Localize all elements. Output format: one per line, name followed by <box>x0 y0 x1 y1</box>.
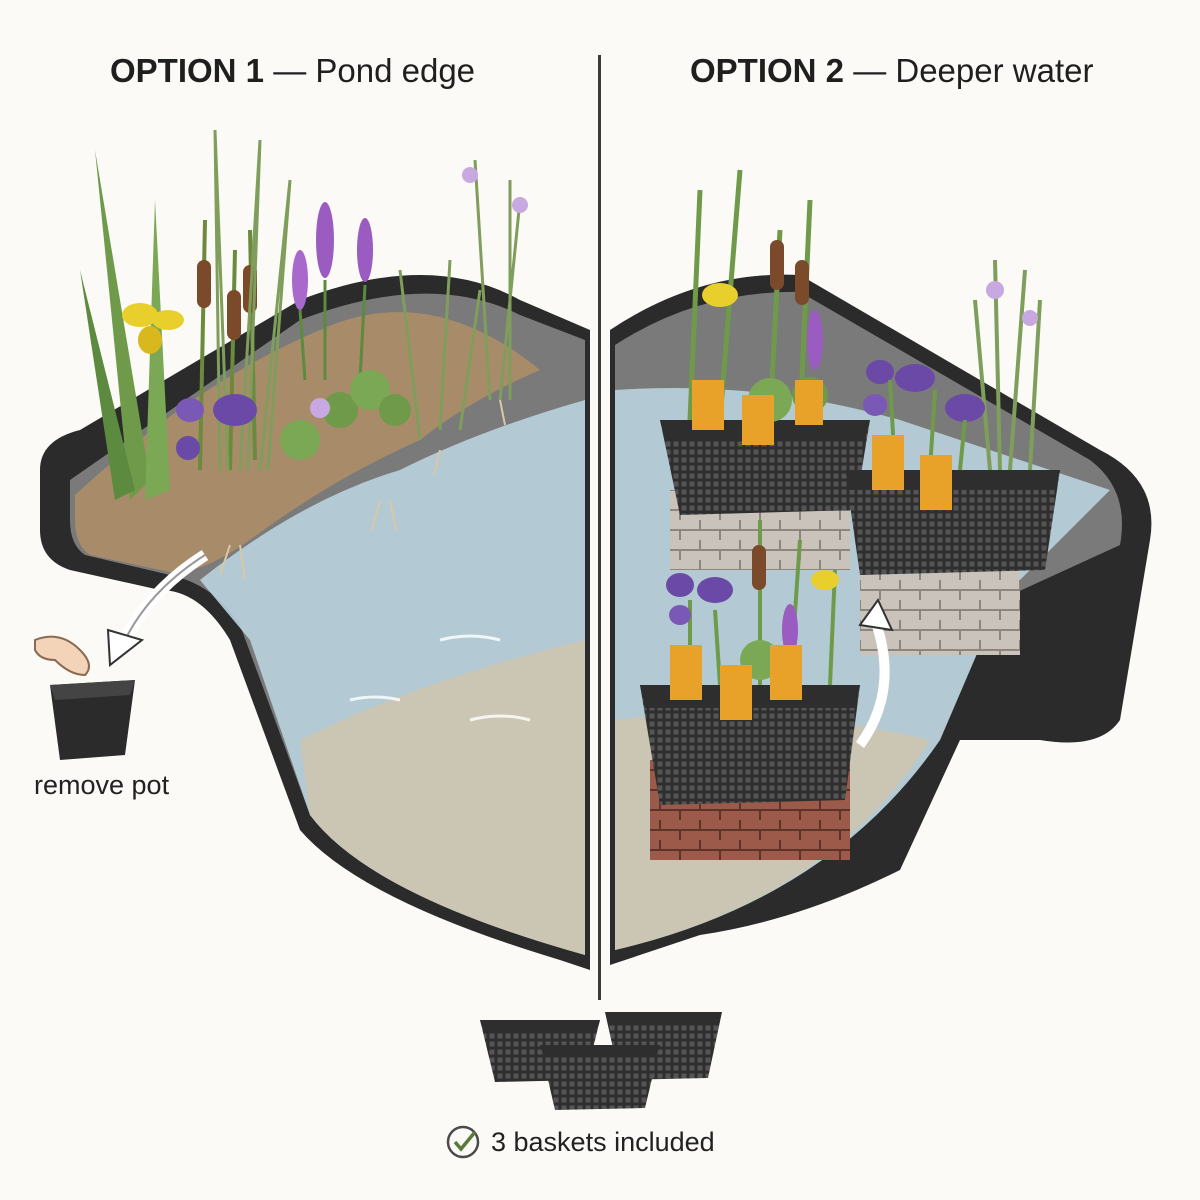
basket-icon <box>540 1045 660 1110</box>
up-arrow-icon <box>855 618 890 748</box>
basket-front <box>640 520 860 805</box>
plants-left <box>80 129 528 581</box>
included-baskets <box>480 1012 722 1110</box>
option-1-subtitle: — Pond edge <box>273 52 476 89</box>
basket-back-left <box>660 169 870 515</box>
basket-right <box>845 259 1060 575</box>
option-1-title: OPTION 1 — Pond edge <box>110 52 475 96</box>
hand-icon <box>34 635 90 677</box>
yellow-iris-flower <box>122 303 184 354</box>
option-2-subtitle: — Deeper water <box>853 52 1094 89</box>
baskets-included-caption: 3 baskets included <box>445 1124 715 1160</box>
remove-pot-label: remove pot <box>34 770 170 800</box>
option-1-prefix: OPTION 1 <box>110 52 265 89</box>
loosestrife-flowers <box>292 202 373 381</box>
check-icon <box>446 1125 480 1159</box>
option-2-title: OPTION 2 — Deeper water <box>690 52 1093 96</box>
purple-iris-flowers <box>176 394 257 460</box>
pot-icon <box>50 680 135 760</box>
option-2-prefix: OPTION 2 <box>690 52 845 89</box>
baskets-included-text: 3 baskets included <box>491 1126 715 1157</box>
option-divider <box>598 55 601 1000</box>
